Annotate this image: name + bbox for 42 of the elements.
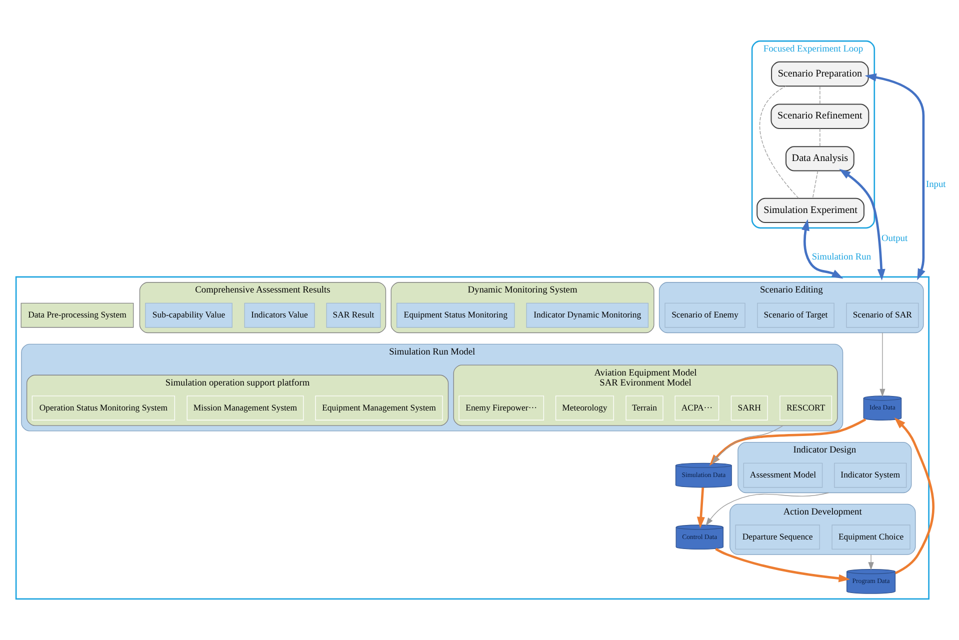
arrow [715,548,850,582]
node-box: Sub-capability Value [145,302,232,328]
arrow [839,168,886,281]
node-box: Equipment Status Monitoring [396,302,515,328]
node-box: Scenario of Target [757,302,834,328]
node-box: Data Pre-processing System [20,302,134,328]
arrow [894,417,934,574]
node-box: Indicator System [834,462,907,488]
node-box: Equipment Management System [315,396,443,420]
arrow [696,488,705,528]
node-box: RESCORT [780,396,832,420]
edge-label: Input [926,180,946,190]
arrow [709,418,866,466]
node-box: Data Analysis [785,146,854,172]
node-box: Scenario of SAR [846,302,919,328]
node-box: Indicator Dynamic Monitoring [526,302,649,328]
node-box: Departure Sequence [735,524,820,550]
node-box: Enemy Firepower··· [458,396,544,420]
connector [812,170,818,199]
edge-label: Output [881,234,908,244]
node-box: Indicators Value [244,302,315,328]
node-box: Mission Management System [186,396,304,420]
node-box: Scenario of Enemy [664,302,746,328]
node-box: Meteorology [555,396,614,420]
node-box: Terrain [626,396,664,420]
node-box: Equipment Choice [832,524,910,550]
node-box: SARH [730,396,768,420]
node-box: Operation Status Monitoring System [32,396,176,420]
arrow [868,554,874,570]
edge-label: Simulation Run [812,252,872,263]
connector [760,86,799,199]
node-box: Scenario Preparation [771,61,869,87]
arrow [864,73,926,280]
arrow [712,425,784,464]
node-box: ACPA··· [674,396,720,420]
node-box: Simulation Experiment [756,198,864,224]
arrow [880,332,886,397]
cluster [15,276,930,600]
arrow [802,219,844,279]
node-box: Scenario Refinement [770,104,870,129]
node-box: Assessment Model [743,462,823,488]
node-box: SAR Result [326,302,381,328]
